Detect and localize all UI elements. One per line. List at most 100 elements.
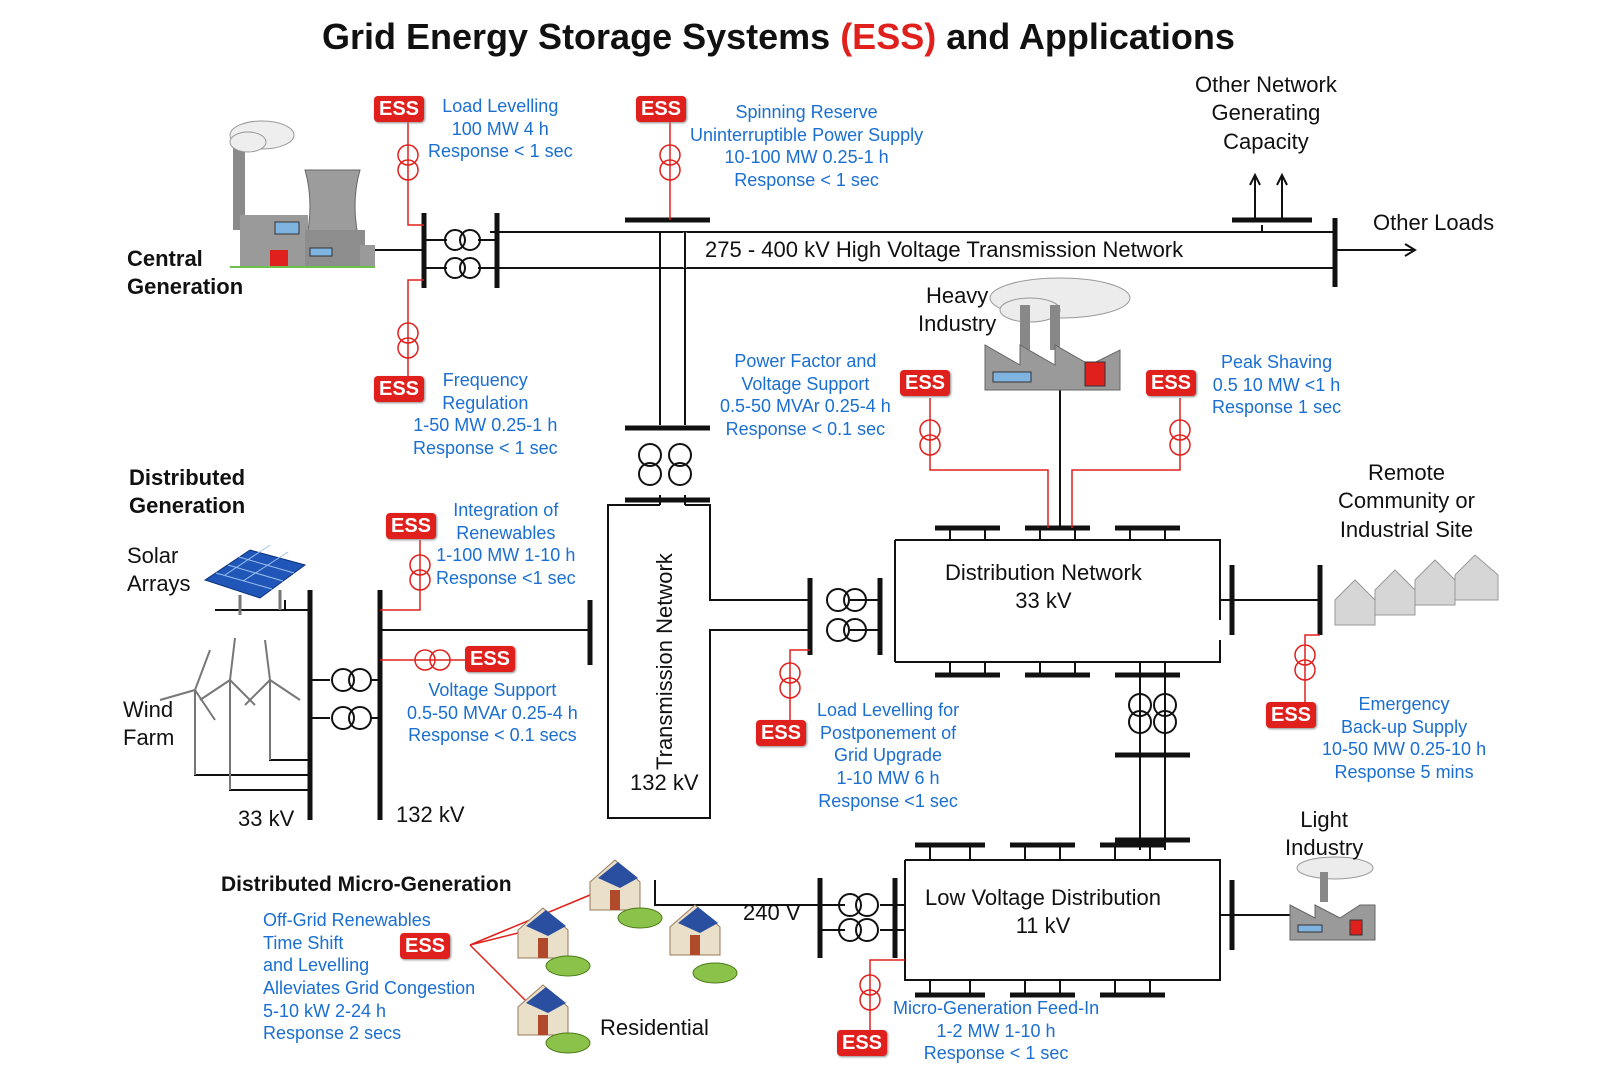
factory-icon [984,277,1131,391]
app-micro-feed-line-2: 1-2 MW 1-10 h [936,1020,1056,1041]
app-off-grid-line-5: 5-10 kW 2-24 h [263,1000,387,1021]
hv-network-label: 275 - 400 kV High Voltage Transmission N… [705,237,1184,262]
solar-panel-icon [203,544,307,615]
houses-icon [1334,554,1499,626]
app-integration-line-3: 1-100 MW 1-10 h [436,545,576,566]
ess-badge-integration-renewables: ESS [386,513,437,539]
app-load-levelling: Load Levelling 100 MW 4 h Response < 1 s… [428,96,573,162]
app-spinning-reserve-line-2: Uninterruptible Power Supply [690,124,924,145]
app-integration-line-4: Response <1 sec [436,568,576,589]
app-peak-shaving-line-1: Peak Shaving [1221,352,1333,372]
app-spinning-reserve-line-1: Spinning Reserve [735,102,878,122]
heavy-industry-line-2: Industry [918,311,997,337]
app-peak-shaving-line-3: Response 1 sec [1212,397,1342,418]
app-emergency-line-2: Back-up Supply [1341,716,1468,737]
micro-generation-label: Distributed Micro-Generation [221,873,512,896]
central-generation-line-2: Generation [127,274,244,300]
lv-distribution-line-1: Low Voltage Distribution [925,885,1162,910]
ess-links [380,122,1320,1032]
ess-badge-load-levelling: ESS [374,96,425,122]
page-title: Grid Energy Storage Systems (ESS) and Ap… [322,16,1235,57]
light-industry-line-2: Industry [1285,835,1364,861]
title-part-2: and Applications [936,16,1235,57]
app-spinning-reserve-line-3: 10-100 MW 0.25-1 h [724,147,889,168]
transmission-network-label: Transmission Network [652,552,677,770]
other-network-line-2: Generating [1211,100,1321,126]
other-loads-label: Other Loads [1373,210,1495,235]
central-generation-line-1: Central [127,246,203,271]
kv132-label: 132 kV [396,802,465,827]
app-load-levelling-grid: Load Levelling for Postponement of Grid … [817,700,959,811]
app-emergency-line-1: Emergency [1358,694,1450,714]
power-plant-icon [229,120,375,268]
app-emergency: Emergency Back-up Supply 10-50 MW 0.25-1… [1322,694,1486,783]
ess-badge-load-levelling-grid: ESS [756,720,807,746]
lv-distribution-label: Low Voltage Distribution 11 kV [925,885,1161,939]
app-off-grid-line-4: Alleviates Grid Congestion [263,978,476,999]
app-power-factor-line-3: 0.5-50 MVAr 0.25-4 h [720,396,891,417]
ess-badge-off-grid: ESS [400,933,451,959]
residential-houses-icon [517,859,738,1054]
ess-badge-power-factor: ESS [900,370,951,396]
ess-badge-peak-shaving: ESS [1146,370,1197,396]
app-llg-line-4: 1-10 MW 6 h [836,768,940,789]
title-ess: (ESS) [840,16,937,57]
app-power-factor-line-2: Voltage Support [741,373,870,394]
app-integration-line-1: Integration of [453,500,559,520]
light-factory-icon [1289,856,1376,941]
transformer-icons [331,229,1177,942]
wind-line-1: Wind [123,697,174,722]
ess-badge-frequency-regulation: ESS [374,376,425,402]
distributed-generation-line-2: Generation [129,493,246,519]
app-load-levelling-line-1: Load Levelling [442,96,559,116]
app-peak-shaving-line-2: 0.5 10 MW <1 h [1212,374,1341,395]
ess-badge-micro-feed-in: ESS [837,1030,888,1056]
app-voltage-support-line-1: Voltage Support [428,680,557,700]
app-voltage-support-line-2: 0.5-50 MVAr 0.25-4 h [407,702,578,723]
lv-distribution-line-2: 11 kV [1015,913,1071,939]
app-emergency-line-4: Response 5 mins [1334,762,1474,783]
residential-label: Residential [600,1015,709,1040]
app-spinning-reserve-line-4: Response < 1 sec [734,170,879,191]
app-off-grid-line-2: Time Shift [263,932,344,953]
app-peak-shaving: Peak Shaving 0.5 10 MW <1 h Response 1 s… [1212,352,1341,418]
kv33-label: 33 kV [238,806,295,831]
solar-line-2: Arrays [127,571,191,597]
other-network-line-1: Other Network [1195,72,1337,97]
remote-line-2: Community or [1338,488,1475,514]
app-power-factor-line-1: Power Factor and [734,351,877,371]
distribution-network-line-1: Distribution Network [945,560,1142,585]
ess-badge-spinning-reserve: ESS [636,96,687,122]
app-off-grid-line-1: Off-Grid Renewables [263,910,431,930]
app-integration-line-2: Renewables [456,522,556,543]
wind-line-2: Farm [123,725,175,751]
app-micro-feed-line-1: Micro-Generation Feed-In [893,998,1100,1018]
remote-line-3: Industrial Site [1339,516,1474,542]
app-micro-feed-line-3: Response < 1 sec [923,1043,1069,1064]
app-integration-renewables: Integration of Renewables 1-100 MW 1-10 … [436,500,576,589]
app-emergency-line-3: 10-50 MW 0.25-10 h [1322,739,1487,760]
distributed-generation-line-1: Distributed [129,465,246,490]
heavy-industry-line-1: Heavy [925,283,989,308]
ess-badge-voltage-support: ESS [465,646,516,672]
app-off-grid-line-6: Response 2 secs [263,1023,402,1044]
app-spinning-reserve: Spinning Reserve Uninterruptible Power S… [690,102,923,191]
app-voltage-support-line-3: Response < 0.1 secs [408,725,577,746]
wind-turbine-icons [159,637,301,790]
distribution-network-line-2: 33 kV [1015,588,1072,614]
app-load-levelling-line-2: 100 MW 4 h [451,118,549,139]
app-frequency-line-3: 1-50 MW 0.25-1 h [413,415,558,436]
transmission-kv-label: 132 kV [630,770,699,795]
app-off-grid-line-3: and Levelling [263,955,370,976]
app-power-factor: Power Factor and Voltage Support 0.5-50 … [720,351,891,440]
other-network-line-3: Capacity [1223,128,1309,154]
light-industry-line-1: Light [1300,807,1348,832]
